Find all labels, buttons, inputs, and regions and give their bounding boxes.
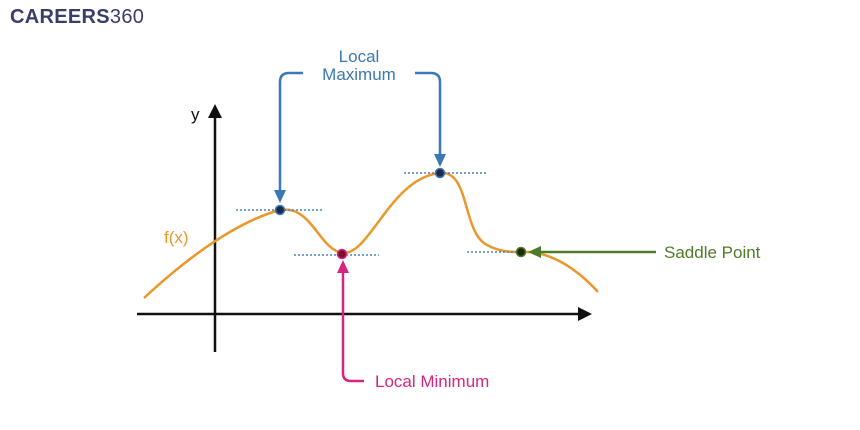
local-maximum-label-line1: Local (339, 47, 380, 66)
local-minimum-point (336, 248, 348, 260)
local-maximum-label-line2: Maximum (322, 65, 396, 84)
saddle-point-arrow-icon (528, 246, 541, 258)
local-minimum-arrow-icon (337, 260, 349, 273)
logo-text-number: 360 (109, 6, 145, 28)
local-maximum-point-1 (274, 204, 286, 216)
logo-text-bold: CAREERS (10, 6, 110, 28)
function-curve (143, 171, 599, 299)
y-axis-label: y (191, 105, 200, 124)
local-maximum-arrow-right-icon (434, 154, 446, 167)
local-maximum-connector-left (278, 71, 303, 192)
curve-label: f(x) (164, 228, 189, 247)
local-maximum-arrow-left-icon (274, 190, 286, 203)
careers360-logo: CAREERS360 (10, 6, 144, 29)
y-axis-arrow-icon (208, 104, 222, 118)
saddle-point-label: Saddle Point (664, 243, 761, 262)
local-maximum-connector-right (415, 71, 442, 156)
saddle-point (515, 246, 527, 258)
local-minimum-connector (341, 271, 364, 383)
x-axis-arrow-icon (578, 307, 592, 321)
local-maximum-point-2 (434, 167, 446, 179)
local-minimum-label: Local Minimum (375, 372, 489, 391)
